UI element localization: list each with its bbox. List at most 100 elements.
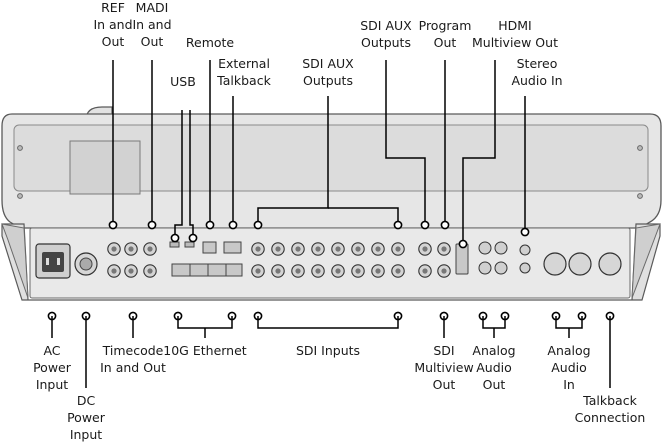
xlr-connectors (543, 252, 622, 276)
label-line: Out (434, 35, 457, 50)
label-line: Power (33, 360, 72, 375)
bnc-connector (124, 242, 138, 256)
bnc-connector (437, 264, 451, 278)
label-line: Timecode (102, 343, 164, 358)
label-line: Input (36, 377, 68, 392)
callout-dot (440, 220, 450, 230)
label-line: Audio (551, 360, 587, 375)
label-sdi-aux-outputs-top: SDI AUX Outputs (360, 18, 412, 50)
label-line: SDI AUX (302, 56, 354, 71)
label-remote: Remote (186, 35, 235, 50)
label-line: Out (433, 377, 456, 392)
bnc-connector (351, 264, 365, 278)
screw (17, 145, 23, 151)
switcher-rear-panel (1, 106, 662, 301)
bnc-connector (107, 242, 121, 256)
bnc-connector (371, 242, 385, 256)
label-line: AC (43, 343, 60, 358)
external-talkback-port (223, 241, 242, 254)
callout-dot (188, 233, 198, 243)
label-line: Input (70, 427, 102, 442)
ac-power-inlet (35, 243, 71, 279)
label-line: Talkback (582, 393, 637, 408)
bnc-connector (291, 242, 305, 256)
label-line: Out (102, 34, 125, 49)
label-line: Multiview (414, 360, 473, 375)
bnc-connector (371, 264, 385, 278)
label-line: SDI AUX (360, 18, 412, 33)
label-line: Outputs (361, 35, 411, 50)
label-line: In and (132, 17, 171, 32)
label-line: Stereo (517, 56, 558, 71)
label-timecode: Timecode In and Out (100, 343, 166, 375)
label-line: USB (170, 74, 196, 89)
bnc-connector (107, 264, 121, 278)
callout-dot (147, 220, 157, 230)
label-line: Multiview Out (472, 35, 558, 50)
bnc-connector (331, 264, 345, 278)
bnc-connector (437, 242, 451, 256)
bnc-connector (124, 264, 138, 278)
callout-dot (108, 220, 118, 230)
label-usb: USB (170, 74, 196, 89)
label-line: SDI (433, 343, 454, 358)
bnc-connector (251, 264, 265, 278)
callout-dot (253, 220, 263, 230)
callout-dot (420, 220, 430, 230)
label-line: Talkback (216, 73, 271, 88)
screw (17, 193, 23, 199)
bnc-connector (251, 242, 265, 256)
hdmi-port (455, 243, 469, 275)
ethernet-ports (171, 263, 243, 277)
bnc-connector (351, 242, 365, 256)
label-line: Power (67, 410, 106, 425)
label-line: In and (93, 17, 132, 32)
label-line: In and Out (100, 360, 166, 375)
bnc-connector (271, 264, 285, 278)
label-line: HDMI (498, 18, 532, 33)
callout-lines (47, 60, 615, 388)
label-line: Program (419, 18, 472, 33)
dc-power-connector (74, 252, 98, 276)
bnc-connectors (107, 242, 451, 278)
bnc-connector (311, 264, 325, 278)
label-hdmi-multiview-out: HDMI Multiview Out (472, 18, 558, 50)
label-line: Connection (575, 410, 646, 425)
rear-tray-inner (13, 124, 649, 192)
bnc-connector (331, 242, 345, 256)
screw (637, 193, 643, 199)
bnc-connector (418, 264, 432, 278)
label-line: DC (77, 393, 96, 408)
label-line: Out (483, 377, 506, 392)
bnc-connector (143, 264, 157, 278)
left-wing (1, 223, 29, 299)
label-line: 10G Ethernet (163, 343, 247, 358)
stereo-audio-jacks (519, 244, 531, 274)
bnc-connector (271, 242, 285, 256)
screw (637, 145, 643, 151)
lid-detail (69, 140, 141, 195)
remote-port (202, 241, 217, 254)
label-line: Analog (547, 343, 590, 358)
label-line: MADI (136, 0, 169, 15)
bnc-connector (311, 242, 325, 256)
label-sdi-inputs: SDI Inputs (296, 343, 360, 358)
label-line: Out (141, 34, 164, 49)
callout-dot (393, 220, 403, 230)
label-line: SDI Inputs (296, 343, 360, 358)
bnc-connector (143, 242, 157, 256)
callout-dot (520, 227, 530, 237)
label-line: Analog (472, 343, 515, 358)
